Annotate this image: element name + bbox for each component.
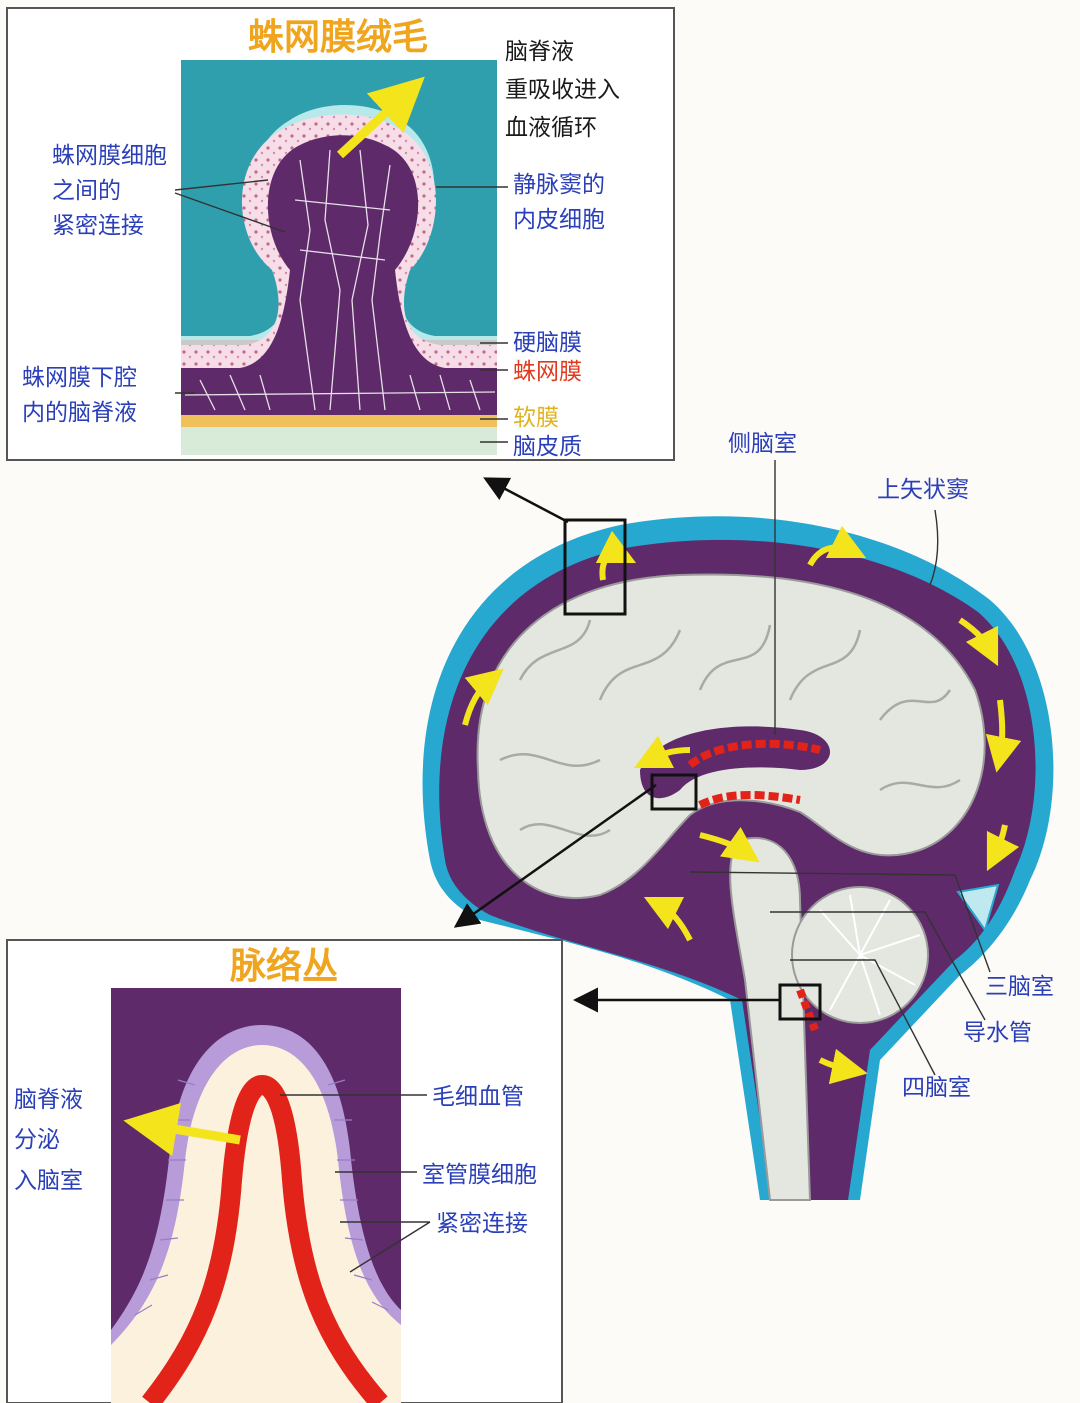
fourth-ventricle-leader [790, 959, 936, 1076]
csf-note-line1: 脑脊液 [505, 39, 574, 65]
arrow-icon [643, 896, 693, 942]
arrow-icon [595, 530, 637, 581]
pia-layer [181, 415, 497, 427]
subarachnoid-csf-line1: 蛛网膜下腔 [22, 365, 137, 391]
arrow-icon [123, 1102, 241, 1157]
sinus-endothelium-line2: 内皮细胞 [513, 207, 605, 233]
villi-zoom-box [563, 518, 627, 616]
arrow-icon [633, 735, 691, 769]
arrow-icon [336, 76, 425, 159]
aqueduct-label: 导水管 [963, 1020, 1032, 1046]
sinus-leader [929, 509, 939, 586]
villi-title: 蛛网膜绒毛 [248, 17, 428, 58]
fourth-ventricle-label: 四脑室 [902, 1075, 971, 1101]
aqueduct-leader [770, 911, 986, 1021]
choroid-plexus-lateral [687, 739, 821, 769]
arrow-icon [958, 617, 999, 667]
dura-label: 硬脑膜 [513, 330, 582, 356]
fourth-plexus-zoom-box [778, 983, 822, 1021]
csf-secretion-line3: 入脑室 [14, 1168, 83, 1194]
lateral-ventricle-label: 侧脑室 [728, 431, 797, 457]
subarachnoid-csf-line2: 内的脑脊液 [22, 400, 137, 426]
arrow-icon [483, 477, 569, 524]
csf-note-line3: 血液循环 [505, 115, 597, 141]
ependymal-label: 室管膜细胞 [422, 1162, 537, 1188]
sinus-label: 上矢状窦 [877, 477, 969, 503]
plexus-title: 脉络丛 [230, 945, 338, 987]
tight-junction-line2: 之间的 [52, 178, 121, 204]
choroid-plexus-third [698, 791, 801, 809]
arrow-icon [985, 699, 1022, 773]
arachnoid-villi-panel: 蛛网膜绒毛 脑脊液 重吸收进入 血液循环 蛛网膜细胞 之间的 紧密连接 静脉窦的… [6, 7, 675, 461]
brain-sagittal-section: 侧脑室 上矢状窦 三脑室 导水管 四脑室 [422, 431, 1054, 1201]
arachnoid-label: 蛛网膜 [513, 359, 582, 385]
plexus-zoom-box [650, 773, 698, 811]
csf-flow-arrows [462, 525, 1022, 1085]
capillary-vessel [142, 1074, 388, 1403]
pia-label: 软膜 [513, 405, 559, 431]
arrow-icon [699, 826, 760, 863]
brainstem [729, 837, 812, 1201]
csf-secretion-line1: 脑脊液 [14, 1087, 83, 1113]
capillary-label: 毛细血管 [432, 1084, 524, 1110]
arrow-icon [818, 1048, 868, 1085]
sinus-endothelium-line1: 静脉窦的 [513, 172, 605, 198]
tight-junction-leader [174, 179, 286, 233]
tight-junction-line1: 蛛网膜细胞 [52, 143, 167, 169]
tight-junction-line3: 紧密连接 [52, 213, 144, 239]
gyri-lines [499, 619, 961, 837]
arrow-icon [453, 783, 657, 928]
villus-core [181, 135, 497, 415]
third-ventricle-label: 三脑室 [985, 974, 1054, 1000]
arrow-icon [986, 824, 1020, 872]
csf-note-line2: 重吸收进入 [505, 77, 620, 103]
arachnoid-trabeculae [184, 149, 496, 411]
arrow-icon [462, 668, 504, 726]
lateral-ventricle-cavity [640, 726, 830, 799]
cortex-label: 脑皮质 [513, 434, 582, 460]
plexus-tight-junction-label: 紧密连接 [436, 1211, 528, 1237]
choroid-plexus-panel: 脉络丛 脑脊液 分泌 入脑室 毛细血管 室管膜细胞 紧密连接 [6, 939, 563, 1403]
choroid-plexus-fourth [796, 988, 819, 1032]
csf-secretion-line2: 分泌 [14, 1127, 60, 1153]
cerebellum-folia [819, 894, 921, 1016]
third-ventricle-leader [689, 871, 991, 973]
cortex-layer [181, 427, 497, 455]
arrow-icon [807, 525, 867, 567]
sinus-confluence [956, 883, 1000, 933]
plexus-tight-junction-leader [340, 1221, 431, 1273]
